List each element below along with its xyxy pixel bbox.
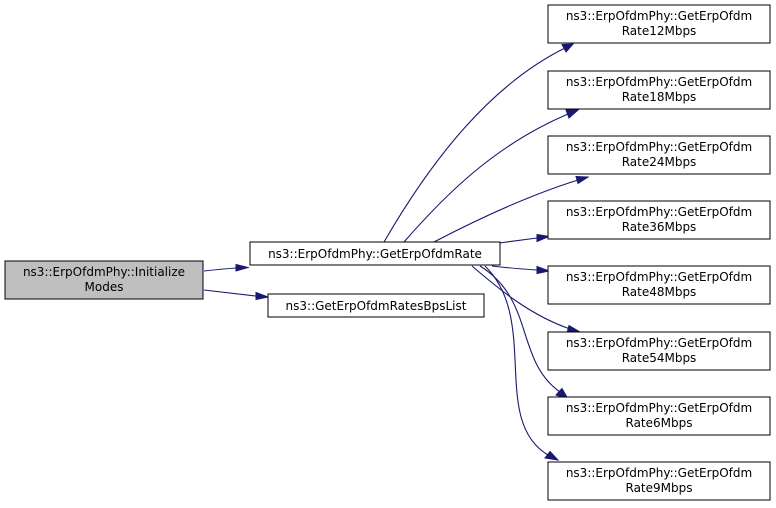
node-label-line-1: ns3::ErpOfdmPhy::GetErpOfdm [566, 75, 752, 89]
node-label-line-2: Rate6Mbps [626, 416, 693, 430]
node-initialize-modes[interactable]: ns3::ErpOfdmPhy::Initialize Modes [4, 260, 204, 300]
edges-layer [203, 43, 590, 461]
node-label-line-1: ns3::ErpOfdmPhy::GetErpOfdm [566, 466, 752, 480]
edge-getrate-to-r9 [484, 265, 560, 461]
nodes-layer: ns3::ErpOfdmPhy::Initialize Modes ns3::E… [4, 4, 771, 501]
node-label-line-2: Rate36Mbps [622, 220, 697, 234]
edge-root-to-getrate [203, 263, 250, 272]
node-label-line-2: Rate12Mbps [622, 24, 697, 38]
node-label-line-2: Modes [85, 280, 124, 294]
node-rate-48mbps[interactable]: ns3::ErpOfdmPhy::GetErpOfdm Rate48Mbps [547, 265, 771, 305]
node-label: ns3::ErpOfdmPhy::GetErpOfdmRate [268, 247, 482, 261]
node-label-line-2: Rate9Mbps [626, 481, 693, 495]
node-label-line-2: Rate54Mbps [622, 351, 697, 365]
node-label: ns3::GetErpOfdmRatesBpsList [286, 299, 467, 313]
edge-getrate-to-r48 [491, 265, 551, 275]
node-get-erp-ofdm-rates-bps-list[interactable]: ns3::GetErpOfdmRatesBpsList [267, 293, 485, 318]
node-label-line-2: Rate48Mbps [622, 285, 697, 299]
node-rate-54mbps[interactable]: ns3::ErpOfdmPhy::GetErpOfdm Rate54Mbps [547, 331, 771, 371]
node-label-line-2: Rate18Mbps [622, 90, 697, 104]
node-rate-24mbps[interactable]: ns3::ErpOfdmPhy::GetErpOfdm Rate24Mbps [547, 135, 771, 175]
node-label-line-1: ns3::ErpOfdmPhy::GetErpOfdm [566, 205, 752, 219]
node-label-line-1: ns3::ErpOfdmPhy::GetErpOfdm [566, 140, 752, 154]
node-label-line-1: ns3::ErpOfdmPhy::GetErpOfdm [566, 401, 752, 415]
node-rate-6mbps[interactable]: ns3::ErpOfdmPhy::GetErpOfdm Rate6Mbps [547, 396, 771, 436]
edge-getrate-to-r36 [491, 233, 551, 245]
edge-getrate-to-r12 [383, 43, 575, 243]
edge-root-to-bpslist [203, 289, 270, 301]
node-label-line-1: ns3::ErpOfdmPhy::GetErpOfdm [566, 9, 752, 23]
node-rate-9mbps[interactable]: ns3::ErpOfdmPhy::GetErpOfdm Rate9Mbps [547, 461, 771, 501]
node-get-erp-ofdm-rate[interactable]: ns3::ErpOfdmPhy::GetErpOfdmRate [249, 241, 501, 266]
edge-getrate-to-r24 [433, 175, 590, 243]
node-rate-18mbps[interactable]: ns3::ErpOfdmPhy::GetErpOfdm Rate18Mbps [547, 70, 771, 110]
node-rate-36mbps[interactable]: ns3::ErpOfdmPhy::GetErpOfdm Rate36Mbps [547, 200, 771, 240]
node-label-line-1: ns3::ErpOfdmPhy::GetErpOfdm [566, 270, 752, 284]
node-label-line-1: ns3::ErpOfdmPhy::GetErpOfdm [566, 336, 752, 350]
node-label-line-1: ns3::ErpOfdmPhy::Initialize [23, 265, 185, 279]
edge-getrate-to-r18 [403, 109, 580, 243]
node-label-line-2: Rate24Mbps [622, 155, 697, 169]
node-rate-12mbps[interactable]: ns3::ErpOfdmPhy::GetErpOfdm Rate12Mbps [547, 4, 771, 44]
